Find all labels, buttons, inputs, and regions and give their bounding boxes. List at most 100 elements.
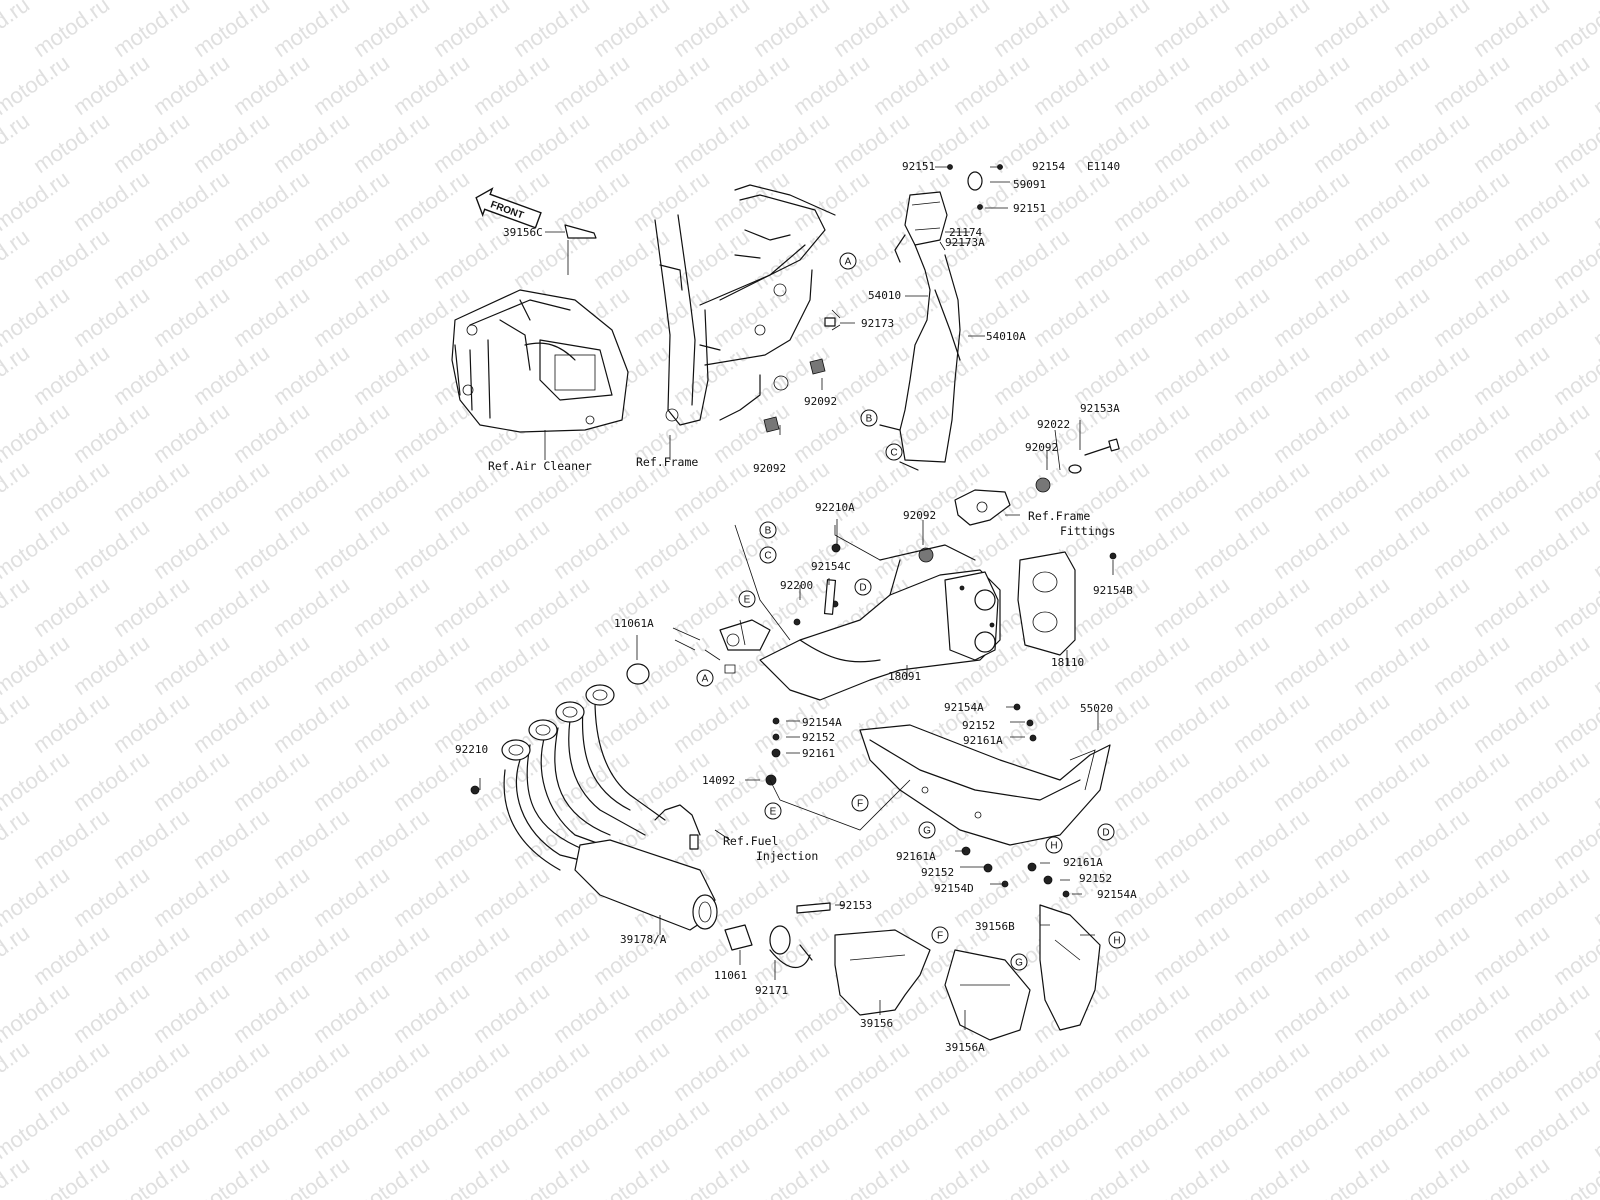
watermark-text: motod.ru — [1509, 166, 1594, 236]
watermark-text: motod.ru — [1469, 108, 1554, 178]
heat-guards-drawing — [834, 904, 1101, 1041]
watermark-text: motod.ru — [349, 0, 434, 62]
watermark-text: motod.ru — [1549, 920, 1600, 990]
watermark-text: motod.ru — [1309, 224, 1394, 294]
callout-circle — [839, 252, 857, 270]
callout-letter: B — [765, 526, 772, 537]
watermark-text: motod.ru — [349, 572, 434, 642]
watermark-text: motod.ru — [229, 746, 314, 816]
watermark-text: motod.ru — [229, 1094, 314, 1164]
watermark-text: motod.ru — [1349, 282, 1434, 352]
watermark-text: motod.ru — [1109, 1094, 1194, 1164]
watermark-text: motod.ru — [0, 1094, 74, 1164]
watermark-text: motod.ru — [1149, 224, 1234, 294]
watermark-text: motod.ru — [1109, 514, 1194, 584]
watermark-text: motod.ru — [29, 1036, 114, 1106]
watermark-text: motod.ru — [269, 804, 354, 874]
watermark-text: motod.ru — [1029, 282, 1114, 352]
watermark-text: motod.ru — [869, 50, 954, 120]
watermark-text: motod.ru — [1509, 746, 1594, 816]
part-number-label: 54010 — [868, 289, 901, 302]
watermark-text: motod.ru — [69, 514, 154, 584]
watermark-text: motod.ru — [1149, 804, 1234, 874]
watermark-text: motod.ru — [669, 0, 754, 62]
watermark-text: motod.ru — [1549, 1152, 1600, 1200]
watermark-text: motod.ru — [589, 920, 674, 990]
watermark-text: motod.ru — [69, 978, 154, 1048]
watermark-text: motod.ru — [709, 282, 794, 352]
watermark-text: motod.ru — [0, 862, 74, 932]
watermark-text: motod.ru — [109, 456, 194, 526]
watermark-text: motod.ru — [389, 514, 474, 584]
part-number-label: 21174 — [949, 226, 982, 239]
watermark-text: motod.ru — [1349, 1094, 1434, 1164]
callout-letter: A — [845, 257, 852, 268]
watermark-text: motod.ru — [1509, 398, 1594, 468]
watermark-text: motod.ru — [1509, 282, 1594, 352]
watermark-text: motod.ru — [269, 0, 354, 62]
callout-letter: E — [770, 807, 777, 818]
watermark-text: motod.ru — [1269, 1094, 1354, 1164]
watermark-text: motod.ru — [829, 804, 914, 874]
watermark-text: motod.ru — [949, 50, 1034, 120]
watermark-text: motod.ru — [1429, 1094, 1514, 1164]
watermark-text: motod.ru — [109, 108, 194, 178]
part-number-label: 14092 — [702, 774, 735, 787]
watermark-text: motod.ru — [1109, 50, 1194, 120]
watermark-text: motod.ru — [1029, 166, 1114, 236]
watermark-text: motod.ru — [1349, 630, 1434, 700]
watermark-text: motod.ru — [1189, 1094, 1274, 1164]
watermark-text: motod.ru — [1389, 688, 1474, 758]
watermark-text: motod.ru — [309, 282, 394, 352]
watermark-text: motod.ru — [109, 920, 194, 990]
callout-e: E — [738, 590, 756, 608]
watermark-text: motod.ru — [949, 1094, 1034, 1164]
watermark-text: motod.ru — [1589, 630, 1600, 700]
callout-a: A — [839, 252, 857, 270]
watermark-text: motod.ru — [589, 224, 674, 294]
watermark-text: motod.ru — [109, 1036, 194, 1106]
watermark-text: motod.ru — [1309, 1152, 1394, 1200]
watermark-text: motod.ru — [1149, 1036, 1234, 1106]
watermark-text: motod.ru — [309, 514, 394, 584]
watermark-text: motod.ru — [1389, 804, 1474, 874]
callout-circle — [1010, 953, 1028, 971]
reference-label: Fittings — [1060, 524, 1115, 538]
watermark-text: motod.ru — [0, 1036, 34, 1106]
part-number-label: 92154A — [944, 701, 984, 714]
watermark-text: motod.ru — [1589, 282, 1600, 352]
watermark-text: motod.ru — [1389, 456, 1474, 526]
watermark-text: motod.ru — [29, 1152, 114, 1200]
watermark-text: motod.ru — [429, 804, 514, 874]
watermark-text: motod.ru — [1469, 340, 1554, 410]
watermark-text: motod.ru — [1549, 1036, 1600, 1106]
reference-label: Ref.Air Cleaner — [488, 459, 592, 473]
part-number-label: 92022 — [1037, 418, 1070, 431]
watermark-text: motod.ru — [69, 166, 154, 236]
watermark-text: motod.ru — [1509, 862, 1594, 932]
watermark-text: motod.ru — [269, 920, 354, 990]
watermark-text: motod.ru — [1229, 108, 1314, 178]
watermark-text: motod.ru — [1269, 166, 1354, 236]
watermark-text: motod.ru — [1269, 630, 1354, 700]
watermark-text: motod.ru — [269, 1152, 354, 1200]
watermark-text: motod.ru — [1269, 398, 1354, 468]
watermark-text: motod.ru — [189, 456, 274, 526]
callout-circle — [696, 669, 714, 687]
part-number-label: 92200 — [780, 579, 813, 592]
watermark-text: motod.ru — [269, 340, 354, 410]
watermark-text: motod.ru — [1229, 1036, 1314, 1106]
watermark-text: motod.ru — [109, 224, 194, 294]
watermark-text: motod.ru — [109, 804, 194, 874]
watermark-text: motod.ru — [29, 340, 114, 410]
callout-circle — [764, 802, 782, 820]
watermark-text: motod.ru — [789, 862, 874, 932]
watermark-text: motod.ru — [309, 978, 394, 1048]
watermark-text: motod.ru — [0, 108, 34, 178]
callout-h: H — [1108, 931, 1126, 949]
callout-b: B — [860, 409, 878, 427]
callout-h: H — [1045, 836, 1063, 854]
watermark-text: motod.ru — [1429, 282, 1514, 352]
